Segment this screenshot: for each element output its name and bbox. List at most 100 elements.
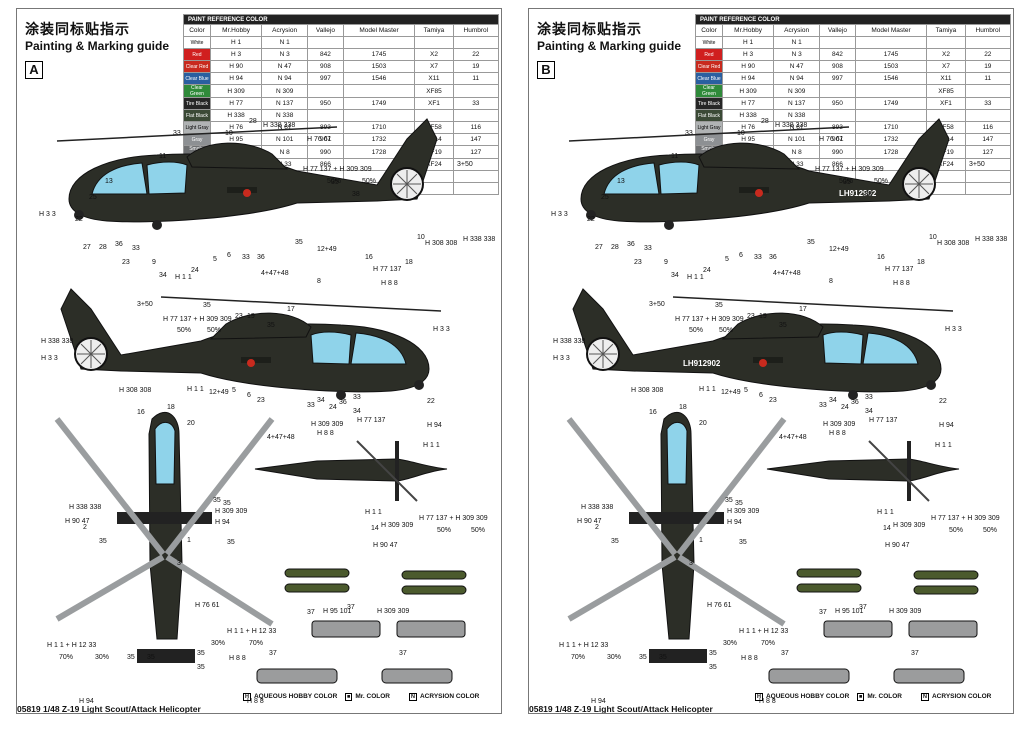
callout-h76: H 76 61 [195,602,220,609]
side-view-upper: LH912902 [568,118,950,230]
callout-h1: H 1 1 [935,442,952,449]
part-number: 35 [203,302,211,309]
callout-pct: 30% [211,640,225,647]
main-wheel [664,220,674,230]
part-number: 28 [99,244,107,251]
table-cell: N 47 [261,60,309,73]
part-number: 23 [747,313,755,320]
part-number: 6 [227,252,231,259]
callout-num: 4+47+48 [773,270,801,277]
fan-blade [396,173,408,185]
part-number: 11 [671,153,678,160]
color-swatch: Flat Black [695,109,723,122]
belly-rotor [356,440,418,502]
fan-blade [592,353,604,365]
part-number: 35 [807,239,815,246]
part-number: 27 [595,244,603,251]
color-swatch: Tire Black [695,97,723,110]
callout-h94: H 94 [939,422,954,429]
fuselage [580,118,950,223]
part-number: 22 [939,398,947,405]
fan-blade [918,173,930,185]
part-number: 35 [709,650,717,657]
part-number: 2 [595,524,599,531]
callout-pct: 70% [59,654,73,661]
table-cell [964,182,1012,195]
part-number: 34 [865,408,873,415]
part-number: 35 [715,302,723,309]
color-swatch: Clear Blue [183,72,211,85]
color-swatch: Red [183,48,211,61]
callout-mix: H 77 137 + H 309 309 [303,166,372,173]
part-number: 37 [911,650,919,657]
nose-wheel [74,210,84,220]
part-number: 38 [864,191,872,198]
part-number: 23 [235,313,243,320]
color-swatch: Gray [183,133,211,146]
part-number: 33 [644,245,652,252]
callout-num: 12+49 [317,246,337,253]
guide-sheet-a: 涂装同标贴指示 Painting & Marking guide A PAINT… [16,8,502,714]
callout-h8: H 8 8 [741,655,758,662]
missile [284,583,350,593]
canopy-front [603,162,660,195]
part-number: 37 [781,650,789,657]
missile [913,570,979,580]
part-number: 33 [242,254,250,261]
callout-mix: H 77 137 + H 309 309 [419,515,488,522]
missile [401,570,467,580]
callout-h338: H 338 338 [775,122,807,129]
callout-pct: 70% [761,640,775,647]
part-number: 35 [611,538,619,545]
part-number: 10 [737,130,745,137]
callout-h94: H 94 [427,422,442,429]
rotor-blade [164,417,275,556]
fuel-tank [893,668,965,684]
part-number: 33 [754,254,762,261]
part-number: 35 [735,500,743,507]
part-number: 35 [639,654,647,661]
fan-blade [406,173,418,185]
callout-pct: 70% [571,654,585,661]
part-number: 18 [167,404,175,411]
callout-num: 3+50 [457,161,473,168]
part-number: 14 [371,525,379,532]
part-number: 28 [249,118,257,125]
serial-number: LH912902 [839,189,877,198]
part-number: 23 [257,397,265,404]
color-swatch: White [183,36,211,49]
stub-wing [227,187,257,193]
red-star-insignia [759,359,767,367]
callout-h309: H 309 309 [311,421,343,428]
weapons [256,568,467,684]
fuel-tank [768,668,850,684]
red-star-insignia [243,189,251,197]
callout-h94: H 94 [79,698,94,705]
canopy-rear [146,161,188,195]
fuel-tank [381,668,453,684]
callout-mix: H 1 1 + H 12 33 [227,628,276,635]
callout-num: 4+47+48 [267,434,295,441]
rocket-pod [823,620,893,638]
callout-pct: 50% [327,178,341,185]
missile [401,585,467,595]
guide-sheet-b: 涂装同标贴指示 Painting & Marking guide B PAINT… [528,8,1014,714]
part-number: 33 [865,394,873,401]
main-wheel [152,220,162,230]
callout-h338: H 338 338 [553,338,585,345]
callout-h90: H 90 47 [885,542,910,549]
callout-pct: 30% [95,654,109,661]
callout-h90: H 90 47 [373,542,398,549]
part-number: 11 [159,153,166,160]
part-number: 24 [329,404,337,411]
rocket-pod [396,620,466,638]
missile [913,585,979,595]
callout-pct: 30% [607,654,621,661]
callout-h309: H 309 309 [377,608,409,615]
callout-num: 12+49 [209,389,229,396]
